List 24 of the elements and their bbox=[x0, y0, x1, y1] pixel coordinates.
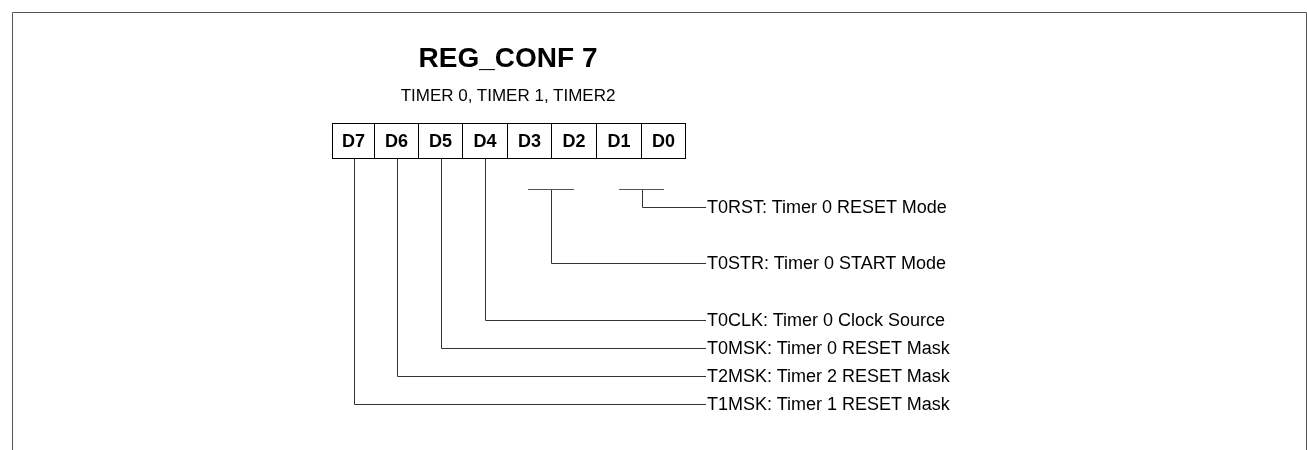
bracket-line bbox=[619, 189, 664, 190]
leader-line bbox=[642, 189, 707, 208]
bit-cell: D1 bbox=[596, 123, 642, 159]
leader-line bbox=[441, 158, 707, 349]
leader-line bbox=[485, 158, 707, 321]
bit-description: T1MSK: Timer 1 RESET Mask bbox=[707, 393, 950, 415]
leader-line bbox=[551, 189, 707, 264]
bit-cell: D5 bbox=[418, 123, 463, 159]
bit-cell: D0 bbox=[641, 123, 686, 159]
subtitle: TIMER 0, TIMER 1, TIMER2 bbox=[399, 86, 617, 106]
bit-cell: D7 bbox=[332, 123, 375, 159]
leader-line bbox=[397, 158, 707, 377]
leader-line bbox=[354, 158, 707, 405]
bit-description: T0CLK: Timer 0 Clock Source bbox=[707, 309, 946, 331]
bit-description: T2MSK: Timer 2 RESET Mask bbox=[707, 365, 950, 387]
bit-cell: D4 bbox=[462, 123, 508, 159]
bracket-line bbox=[528, 189, 574, 190]
bit-cell: D2 bbox=[551, 123, 597, 159]
bit-description: T0STR: Timer 0 START Mode bbox=[707, 252, 947, 274]
bit-description: T0RST: Timer 0 RESET Mode bbox=[707, 196, 947, 218]
bit-cell: D3 bbox=[507, 123, 552, 159]
bit-description: T0MSK: Timer 0 RESET Mask bbox=[707, 337, 950, 359]
bit-cell: D6 bbox=[374, 123, 419, 159]
title: REG_CONF 7 bbox=[417, 42, 599, 74]
